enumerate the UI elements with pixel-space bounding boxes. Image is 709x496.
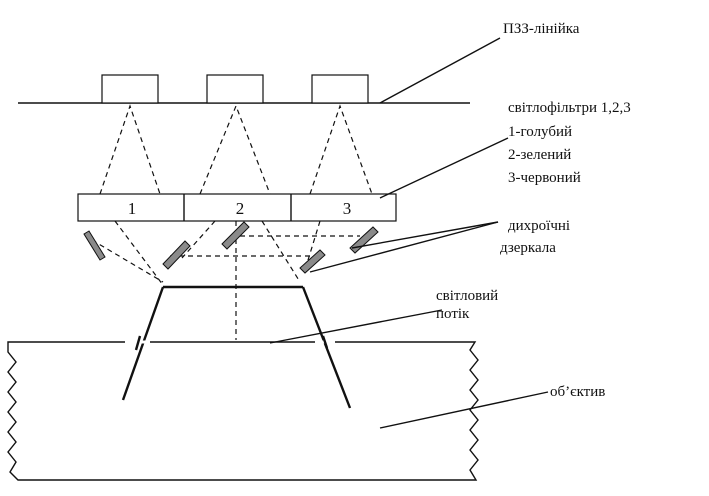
ray-filter2-left — [181, 220, 216, 259]
label-lens: об’єктив — [550, 384, 605, 400]
flux-right-edge-overlap — [321, 335, 329, 349]
leader-ccd — [379, 37, 501, 104]
dichroic-mirror-left — [83, 230, 106, 261]
flux-left-edge-overlap — [134, 335, 142, 351]
leader-flux — [269, 309, 443, 344]
ccd-sensor-3 — [311, 74, 369, 104]
light-cone-3 — [309, 104, 373, 195]
leader-lens — [379, 391, 549, 429]
label-filter-1: 1-голубий — [508, 124, 572, 140]
label-flux-line2: потік — [436, 306, 470, 322]
label-filters-title: світлофільтри 1,2,3 — [508, 100, 631, 116]
label-flux-line1: світловий — [436, 288, 498, 304]
filter-strip — [77, 193, 397, 222]
label-filter-2: 2-зелений — [508, 147, 571, 163]
filter-number-2: 2 — [236, 199, 245, 218]
light-cone-1 — [99, 104, 161, 195]
dichroic-mirror-2 — [162, 240, 191, 270]
ray-left-mirror — [91, 239, 164, 283]
dichroic-mirror-3 — [221, 221, 250, 250]
filter-number-3: 3 — [343, 199, 352, 218]
lens-outline — [7, 341, 479, 481]
label-mirrors-line2: дзеркала — [500, 240, 556, 256]
ccd-sensor-2 — [206, 74, 264, 104]
light-cone-2 — [199, 104, 271, 195]
filter-number-1: 1 — [128, 199, 137, 218]
ray-filter2-right — [261, 220, 301, 283]
ccd-sensor-1 — [101, 74, 159, 104]
label-mirrors-line1: дихроїчні — [508, 218, 570, 234]
leader-filters — [379, 137, 509, 199]
label-filter-3: 3-червоний — [508, 170, 581, 186]
label-ccd: ПЗЗ-лінійка — [503, 21, 580, 37]
leader-mirror-1 — [351, 221, 499, 249]
dichroic-mirror-right — [349, 226, 379, 254]
ray-filter1-down — [114, 220, 164, 286]
dichroic-mirror-4 — [299, 249, 326, 274]
leader-mirror-2 — [309, 221, 499, 273]
